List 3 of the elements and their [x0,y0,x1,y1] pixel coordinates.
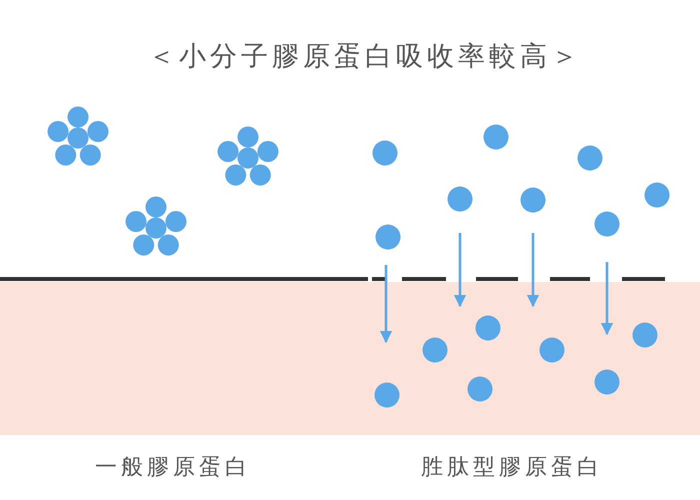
caption-label: 胜肽型膠原蛋白 [421,454,603,482]
title: ＜小分子膠原蛋白吸收率較高＞ [148,40,582,74]
caption-label: 一般膠原蛋白 [95,454,251,482]
